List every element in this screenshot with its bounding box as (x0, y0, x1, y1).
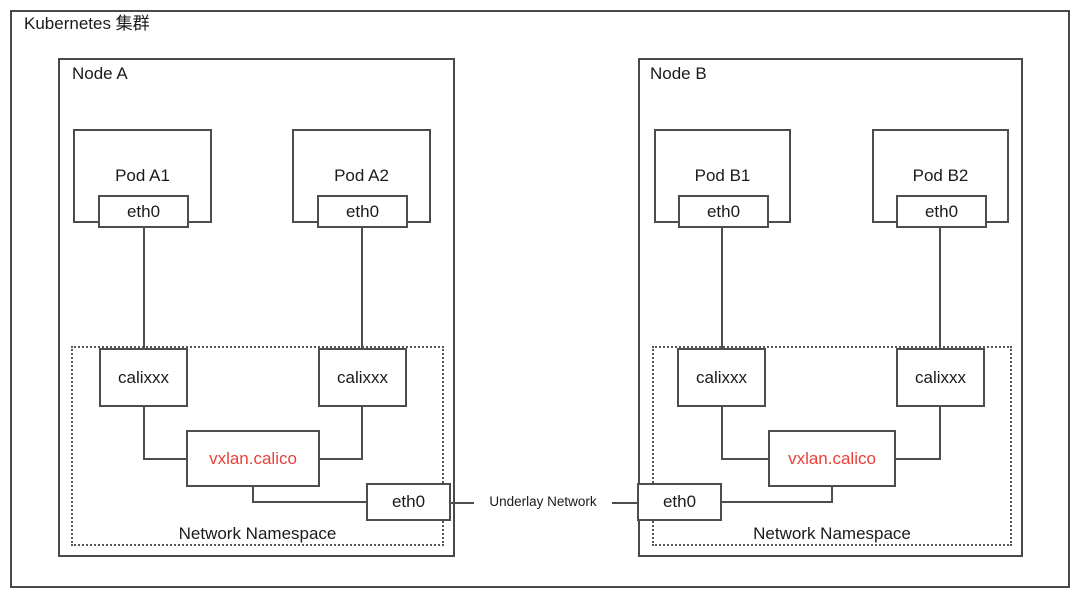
pod-a1-eth0-box: eth0 (98, 195, 189, 228)
node-b-calixxx-right: calixxx (896, 348, 985, 407)
node-a-calixxx-right: calixxx (318, 348, 407, 407)
node-a-namespace-label: Network Namespace (178, 524, 337, 543)
node-a-vxlan-calico-box: vxlan.calico (186, 430, 320, 487)
underlay-network-label: Underlay Network (474, 495, 612, 509)
pod-a2-label: Pod A2 (334, 166, 389, 185)
pod-b2-eth0-box: eth0 (896, 195, 987, 228)
node-b-namespace-label: Network Namespace (753, 524, 911, 543)
node-b-vxlan-calico-box: vxlan.calico (768, 430, 896, 487)
cluster-title: Kubernetes 集群 (24, 14, 150, 33)
node-b-eth0-uplink-box: eth0 (637, 483, 722, 521)
node-a-label: Node A (72, 64, 128, 83)
node-a-network-namespace-box (71, 346, 444, 546)
node-a-calixxx-left: calixxx (99, 348, 188, 407)
pod-a1-label: Pod A1 (115, 166, 170, 185)
node-b-label: Node B (650, 64, 707, 83)
node-b-network-namespace-box (652, 346, 1012, 546)
node-b-calixxx-left: calixxx (677, 348, 766, 407)
pod-b2-label: Pod B2 (912, 166, 969, 185)
node-a-eth0-uplink-box: eth0 (366, 483, 451, 521)
pod-b1-label: Pod B1 (694, 166, 751, 185)
pod-b1-eth0-box: eth0 (678, 195, 769, 228)
pod-a2-eth0-box: eth0 (317, 195, 408, 228)
